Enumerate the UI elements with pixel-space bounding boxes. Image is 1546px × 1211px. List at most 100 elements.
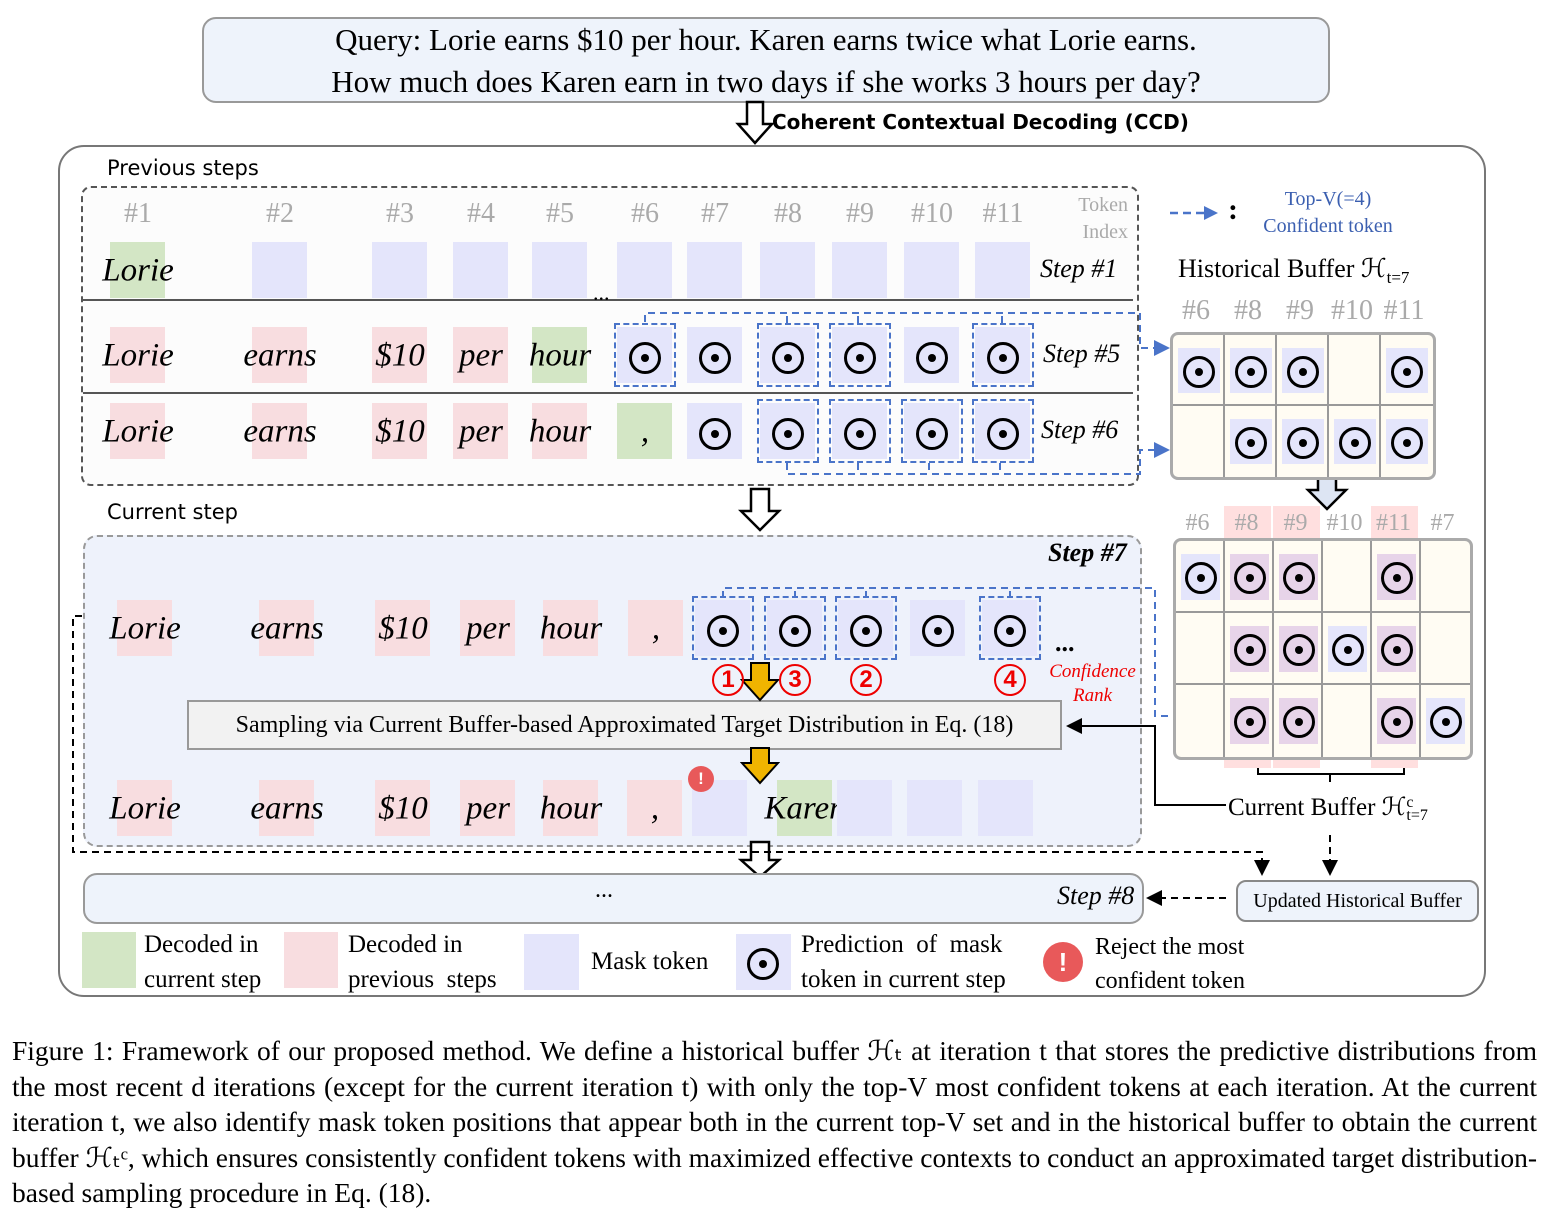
token-index-label: #7 xyxy=(701,198,729,229)
legend-pred-line-2: token in current step xyxy=(801,966,1006,993)
token-text: per xyxy=(466,790,510,827)
token-cell-previous xyxy=(543,600,598,656)
prediction-icon xyxy=(707,615,739,647)
prediction-icon xyxy=(779,615,811,647)
token-text: $10 xyxy=(378,610,428,647)
token-cell-mask xyxy=(532,242,587,298)
token-text: earns xyxy=(250,610,324,647)
grid-line xyxy=(1327,335,1329,477)
token-text: earns xyxy=(243,337,317,374)
prediction-icon xyxy=(1282,634,1315,666)
token-text: , xyxy=(651,610,661,647)
query-line-2: How much does Karen earn in two days if … xyxy=(331,64,1201,99)
prediction-icon xyxy=(1282,706,1315,738)
token-cell-current xyxy=(617,403,672,459)
token-cell-mask xyxy=(975,242,1030,298)
token-cell-mask xyxy=(907,780,962,836)
prediction-icon xyxy=(699,342,731,374)
current-buffer-title-text: Current Buffer ℋ xyxy=(1228,794,1407,821)
topv-legend-line-2: Confident token xyxy=(1263,215,1393,237)
grid-line xyxy=(1176,611,1470,613)
legend-current-swatch xyxy=(82,932,136,988)
buffer-column-label: #7 xyxy=(1430,510,1455,536)
dashed-arrow-icon xyxy=(1170,206,1218,220)
step-7-label: Step #7 xyxy=(1048,538,1127,567)
prediction-icon xyxy=(772,342,804,374)
token-index-label: #9 xyxy=(846,198,874,229)
figure-caption: Figure 1: Framework of our proposed meth… xyxy=(12,1035,1537,1208)
prediction-icon xyxy=(1287,426,1319,459)
token-text: $10 xyxy=(375,337,425,374)
grid-line xyxy=(1370,541,1372,757)
buffer-column-label: #10 xyxy=(1326,510,1363,536)
legend-reject-line-2: confident token xyxy=(1095,968,1245,994)
token-text: per xyxy=(466,610,510,647)
divider xyxy=(83,299,1133,301)
prediction-icon xyxy=(1235,426,1267,459)
token-cell-previous xyxy=(252,327,307,383)
token-cell-previous xyxy=(117,600,172,656)
ellipsis: ... xyxy=(593,280,610,305)
step-label: Step #1 xyxy=(1040,254,1118,283)
token-cell-previous xyxy=(375,600,430,656)
ellipsis: ... xyxy=(595,877,613,903)
token-cell-current xyxy=(532,327,587,383)
token-cell-previous xyxy=(627,780,682,836)
down-arrow-icon xyxy=(735,100,775,145)
prediction-icon xyxy=(844,342,876,374)
current-buffer-superscript: c xyxy=(1406,794,1414,812)
prediction-icon xyxy=(1235,355,1267,388)
token-cell-previous xyxy=(117,780,172,836)
legend-reject: Reject the most confident token xyxy=(1095,930,1245,998)
legend-pred: Prediction of mask token in current step xyxy=(801,927,1006,997)
grid-line xyxy=(1223,335,1225,477)
legend-mask-swatch xyxy=(524,934,579,990)
token-cell-mask xyxy=(252,242,307,298)
down-arrow-icon xyxy=(738,487,782,532)
token-cell-previous xyxy=(372,327,427,383)
confidence-rank-line-1: Confidence xyxy=(1049,661,1136,682)
legend-reject-line-1: Reject the most xyxy=(1095,934,1245,960)
updated-historical-buffer: Updated Historical Buffer xyxy=(1236,880,1479,922)
confidence-rank-badge: 3 xyxy=(779,664,811,696)
token-text: Lorie xyxy=(109,790,181,827)
prediction-icon xyxy=(747,948,779,980)
topv-highlight xyxy=(692,596,754,660)
token-cell-previous xyxy=(375,780,430,836)
legend-pred-line-1: Prediction of mask xyxy=(801,931,1003,958)
prediction-icon xyxy=(1391,355,1423,388)
buffer-column-label: #6 xyxy=(1182,295,1210,326)
legend-colon: : xyxy=(1228,193,1238,226)
token-cell-mask xyxy=(687,242,742,298)
confidence-rank-badge: 4 xyxy=(994,664,1026,696)
grid-line xyxy=(1419,541,1421,757)
buffer-column-label: #9 xyxy=(1283,510,1308,536)
grid-line xyxy=(1321,541,1323,757)
token-text: hour xyxy=(528,337,592,374)
confidence-rank-badge: 1 xyxy=(712,664,744,696)
prediction-icon xyxy=(1339,426,1371,459)
token-index-label: #10 xyxy=(911,198,953,229)
token-text: hour xyxy=(539,790,603,827)
token-cell-previous xyxy=(532,403,587,459)
prediction-icon xyxy=(1233,562,1266,594)
prediction-icon xyxy=(1282,562,1315,594)
token-cell-previous xyxy=(110,327,165,383)
token-text: per xyxy=(459,413,503,450)
historical-buffer-subscript: t=7 xyxy=(1386,268,1410,288)
grid-line xyxy=(1223,541,1225,757)
topv-highlight xyxy=(829,323,891,387)
token-cell-previous xyxy=(453,327,508,383)
token-text: Lorie xyxy=(109,610,181,647)
prediction-icon xyxy=(916,342,948,374)
token-text: Lorie xyxy=(102,252,174,289)
prediction-icon xyxy=(1391,426,1423,459)
token-text: Lorie xyxy=(102,413,174,450)
token-index-label: #8 xyxy=(774,198,802,229)
token-index-label: Token Index xyxy=(1062,192,1128,246)
token-text: hour xyxy=(528,413,592,450)
previous-steps-label: Previous steps xyxy=(107,156,259,180)
ccd-label: Coherent Contextual Decoding (CCD) xyxy=(772,110,1189,134)
